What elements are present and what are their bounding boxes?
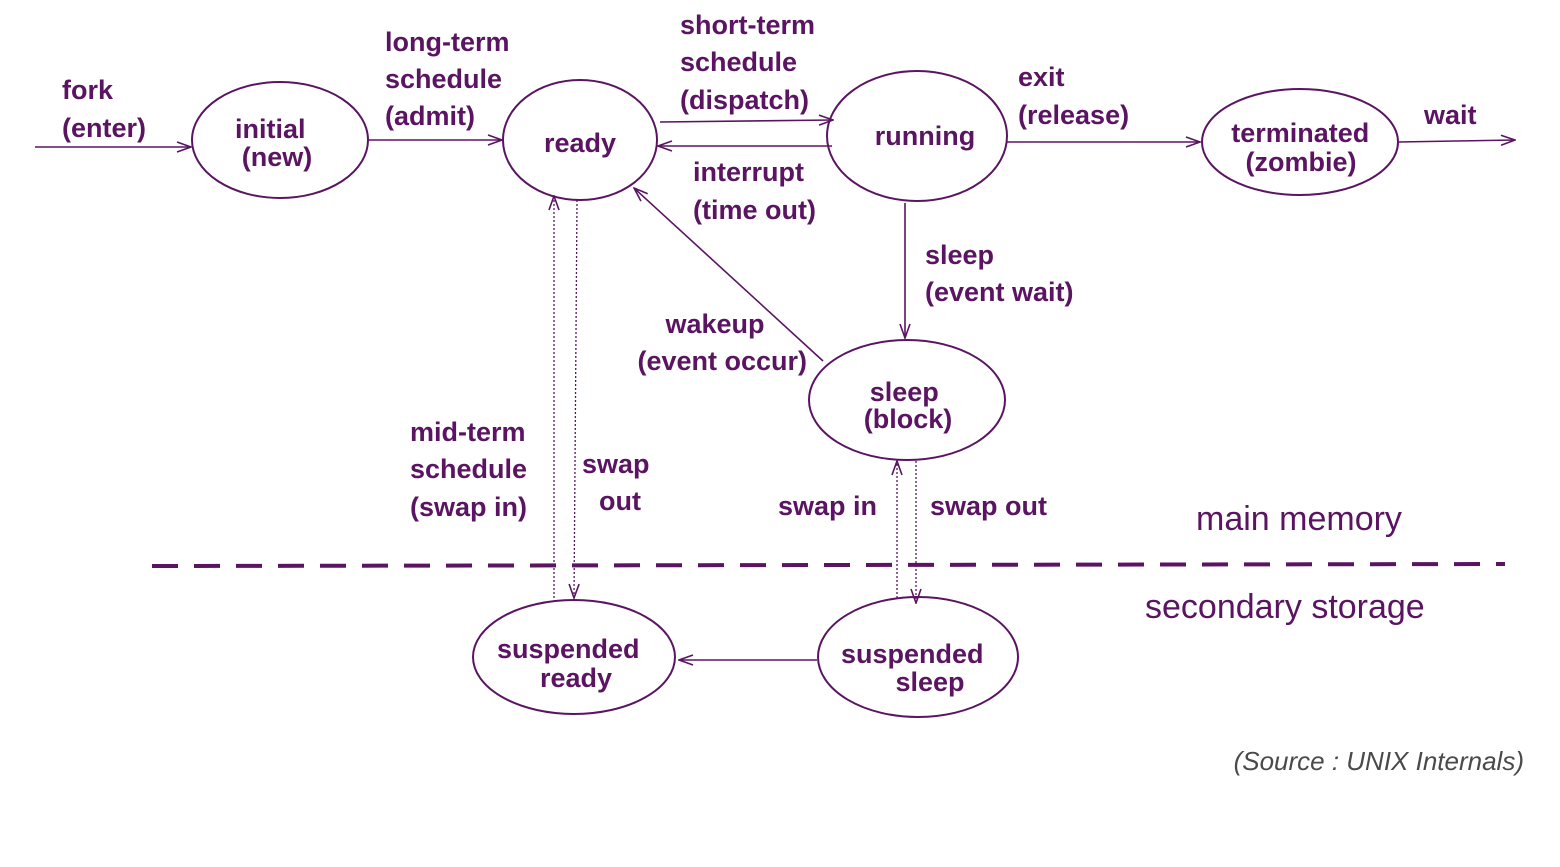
edge-wakeup	[634, 188, 824, 362]
transition-swap-in-sleep-label: swap in	[778, 491, 877, 521]
state-suspended-ready-label: suspended ready	[497, 634, 647, 693]
region-main-memory: main memory	[1196, 500, 1402, 538]
state-suspended-ready	[472, 599, 676, 715]
transition-exit-label: exit (release)	[1018, 62, 1129, 130]
state-sleep-label: sleep (block)	[864, 377, 953, 434]
edge-wait	[1397, 140, 1515, 142]
state-sleep	[808, 339, 1006, 461]
transition-wakeup-label: wakeup (event occur)	[637, 309, 807, 376]
transition-admit-label: long-term schedule (admit)	[385, 27, 517, 131]
transition-swap-out-ready-label: swap out	[582, 449, 657, 516]
state-suspended-sleep-label: suspended sleep	[841, 639, 991, 697]
edge-swap-out-ready	[574, 199, 577, 598]
memory-boundary-line	[151, 562, 1506, 568]
source-citation: (Source : UNIX Internals)	[1234, 746, 1524, 776]
state-running	[826, 70, 1008, 202]
state-ready-label: ready	[544, 128, 616, 158]
region-secondary-storage: secondary storage	[1145, 588, 1425, 626]
state-terminated-label: terminated (zombie)	[1231, 118, 1377, 177]
state-initial-label: initial (new)	[235, 114, 313, 172]
transition-dispatch-label: short-term schedule (dispatch)	[680, 10, 823, 115]
transition-swap-out-sleep-label: swap out	[930, 491, 1047, 521]
transition-fork-label: fork (enter)	[62, 75, 146, 143]
transition-wait-label: wait	[1423, 100, 1477, 130]
transition-mid-term-label: mid-term schedule (swap in)	[410, 417, 535, 522]
transition-sleep-label: sleep (event wait)	[925, 240, 1074, 307]
state-running-label: running	[875, 121, 975, 151]
edge-dispatch	[659, 120, 833, 122]
state-ready	[502, 79, 658, 201]
transition-interrupt-label: interrupt (time out)	[693, 157, 816, 225]
